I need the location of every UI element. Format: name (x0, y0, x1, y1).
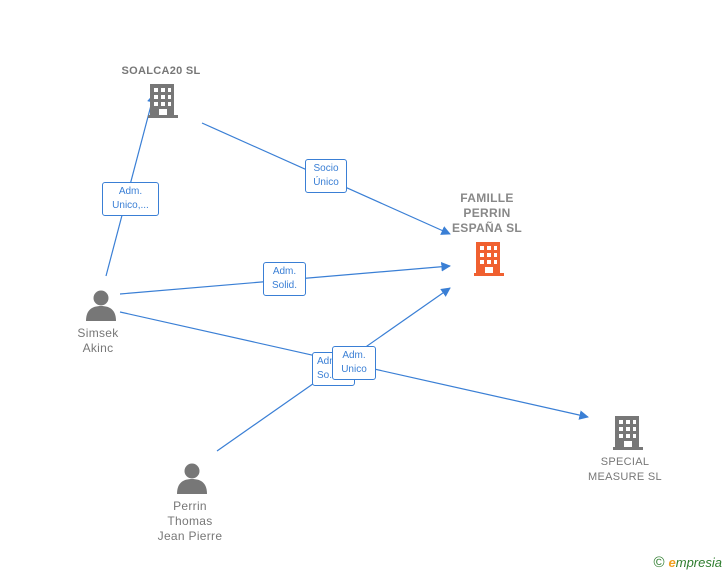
brand-name: mpresia (675, 555, 722, 570)
node-label-special-measure[interactable]: SPECIAL MEASURE SL (588, 456, 662, 483)
person-icon[interactable] (86, 290, 116, 322)
edge-label-perrin-famille[interactable]: Adm. Unico (332, 346, 376, 380)
node-label-simsek[interactable]: Simsek Akinc (77, 326, 119, 355)
brand-initial: e (668, 555, 676, 570)
edge-label-simsek-soalca20[interactable]: Adm. Unico,... (102, 182, 159, 216)
node-label-famille-perrin[interactable]: FAMILLE PERRIN ESPAÑA SL (451, 191, 523, 235)
building-icon[interactable] (148, 84, 178, 118)
edge-label-soalca20-famille[interactable]: Socio Único (305, 159, 347, 193)
empresia-logo: ©empresia (653, 554, 722, 571)
building-icon[interactable] (613, 416, 643, 450)
edge-label-simsek-famille[interactable]: Adm. Solid. (263, 262, 306, 296)
node-label-soalca20[interactable]: SOALCA20 SL (121, 65, 201, 77)
building-icon[interactable] (474, 242, 504, 276)
copyright-icon: © (653, 554, 665, 571)
node-label-perrin[interactable]: Perrin Thomas Jean Pierre (157, 499, 223, 543)
person-icon[interactable] (177, 463, 207, 495)
